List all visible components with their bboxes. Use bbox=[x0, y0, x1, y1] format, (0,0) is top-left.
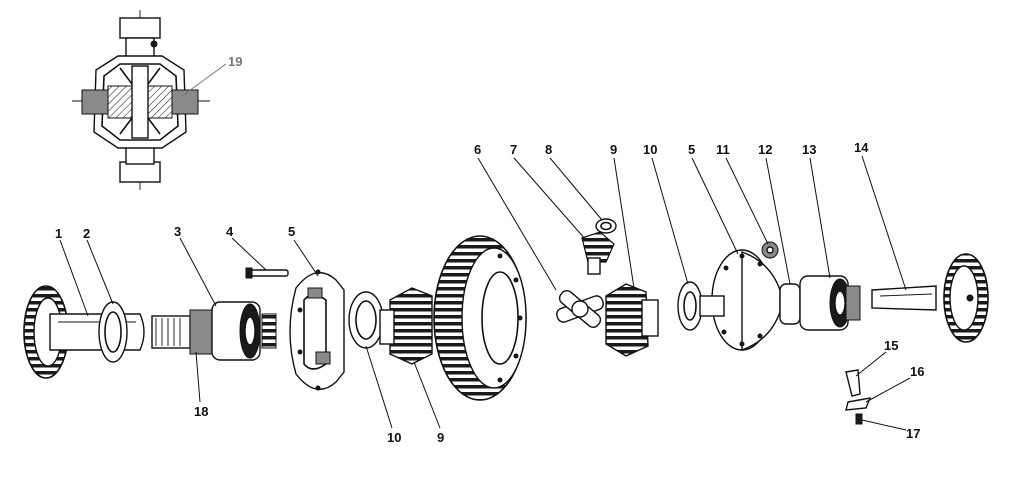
callout-8: 8 bbox=[545, 142, 552, 157]
part-10-washer-right bbox=[677, 281, 703, 331]
part-11-nut bbox=[761, 241, 779, 259]
callout-2: 2 bbox=[83, 226, 90, 241]
callout-1: 1 bbox=[55, 226, 62, 241]
callout-5-right: 5 bbox=[688, 142, 695, 157]
callout-9-left: 9 bbox=[437, 430, 444, 445]
callout-13: 13 bbox=[802, 142, 816, 157]
callout-16: 16 bbox=[910, 364, 924, 379]
callout-11: 11 bbox=[716, 142, 730, 157]
part-10-washer-left bbox=[348, 291, 384, 349]
part-4-bolt bbox=[245, 267, 289, 279]
callout-19: 19 bbox=[228, 54, 242, 69]
part-9-bevel-gear-left bbox=[379, 287, 433, 365]
callout-12: 12 bbox=[758, 142, 772, 157]
part-5-case-half-left bbox=[289, 269, 345, 391]
part-12-collar bbox=[779, 283, 801, 325]
part-6-spider bbox=[556, 289, 604, 329]
part-5-case-half-right bbox=[699, 249, 781, 351]
callout-15: 15 bbox=[884, 338, 898, 353]
callout-9-right: 9 bbox=[610, 142, 617, 157]
part-14-side-gear-shaft bbox=[871, 253, 989, 343]
callout-labels: 1 2 3 4 5 18 10 9 6 7 8 9 10 5 11 12 13 … bbox=[55, 54, 924, 445]
part-7-pinion bbox=[581, 231, 615, 275]
callout-17: 17 bbox=[906, 426, 920, 441]
part-13-bearing bbox=[799, 275, 861, 331]
callout-14: 14 bbox=[854, 140, 869, 155]
callout-3: 3 bbox=[174, 224, 181, 239]
ring-gear bbox=[433, 235, 527, 401]
callout-10-right: 10 bbox=[643, 142, 657, 157]
part-3-bearing bbox=[211, 301, 277, 361]
part-8-washer bbox=[595, 218, 617, 234]
callout-6: 6 bbox=[474, 142, 481, 157]
leader-lines bbox=[59, 63, 911, 431]
callout-18: 18 bbox=[194, 404, 208, 419]
callout-7: 7 bbox=[510, 142, 517, 157]
part-15-lock-plate bbox=[845, 369, 861, 397]
part-17-screw bbox=[855, 413, 863, 425]
part-18-splined-sleeve bbox=[151, 309, 213, 355]
inset-assembly bbox=[72, 10, 210, 190]
part-16-tab-washer bbox=[845, 397, 872, 411]
callout-4: 4 bbox=[226, 224, 234, 239]
part-9-bevel-gear-right bbox=[605, 283, 659, 357]
callout-5-left: 5 bbox=[288, 224, 295, 239]
callout-10-left: 10 bbox=[387, 430, 401, 445]
part-2-thrust-washer bbox=[98, 301, 128, 363]
